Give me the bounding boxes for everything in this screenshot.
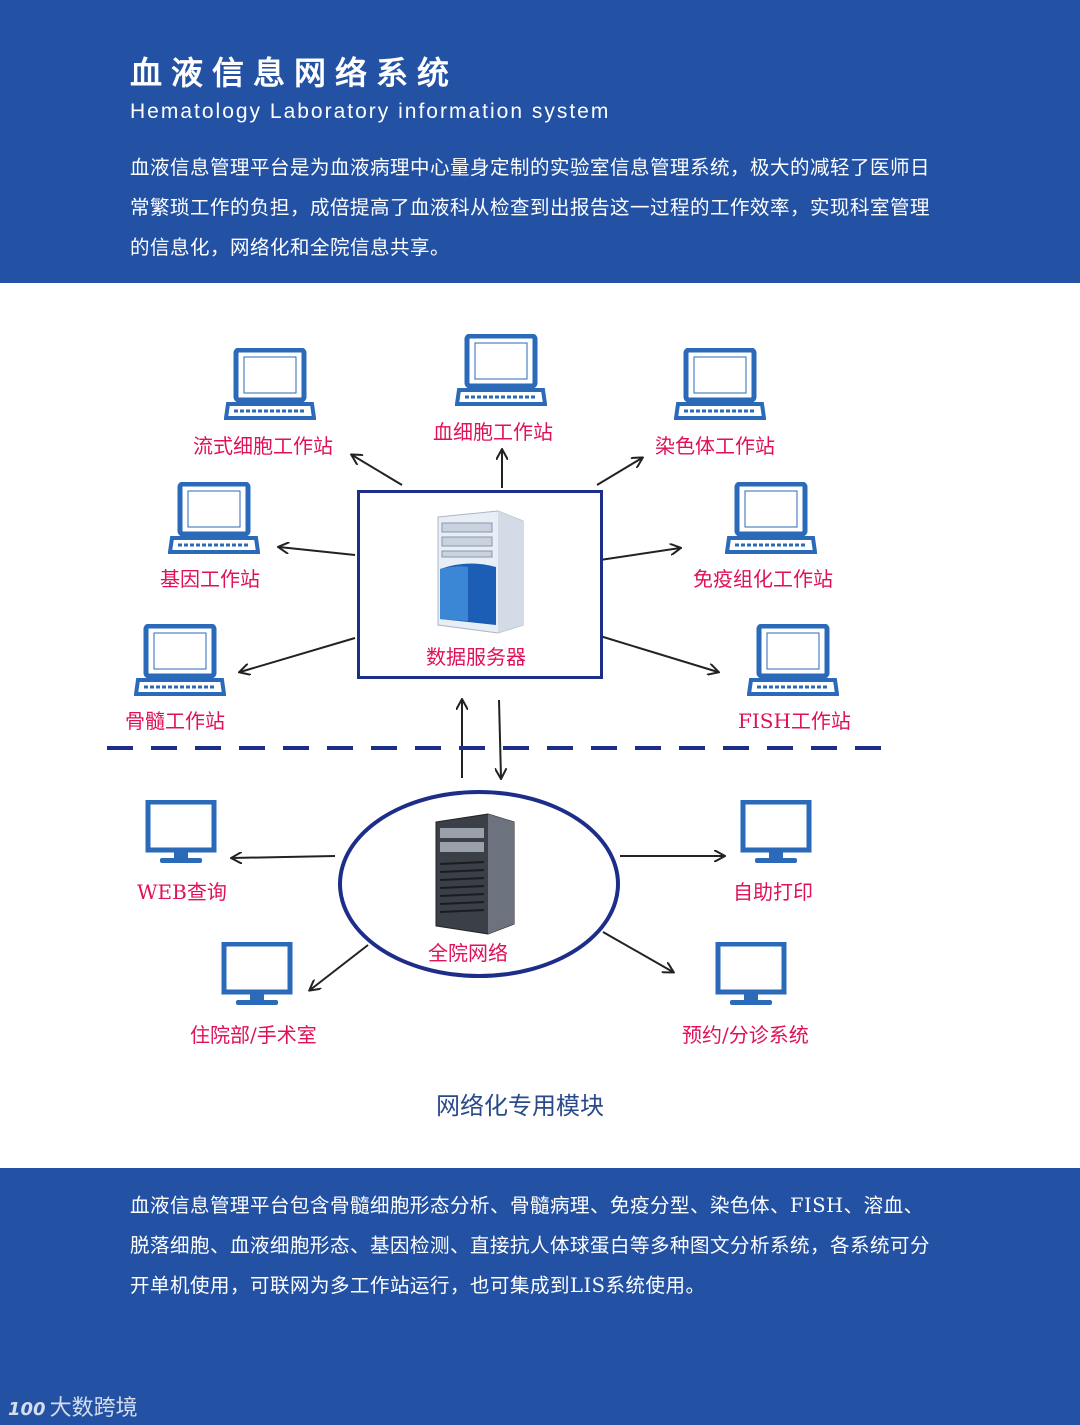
label-immunohisto-station: 免疫组化工作站: [693, 567, 833, 591]
summary-paragraph: 血液信息管理平台包含骨髓细胞形态分析、骨髓病理、免疫分型、染色体、FISH、溶血…: [130, 1194, 931, 1297]
label-gene-station: 基因工作站: [160, 567, 260, 591]
label-self-print: 自助打印: [733, 880, 813, 904]
label-flow-cytometry-station: 流式细胞工作站: [193, 434, 333, 458]
laptop-icon: [725, 482, 817, 554]
monitor-icon: [145, 800, 217, 863]
arrow-to-fish: [599, 635, 718, 672]
label-appointment-triage: 预约/分诊系统: [682, 1023, 809, 1047]
diagram-caption: 网络化专用模块: [436, 1092, 604, 1120]
arrow-to-immuno: [599, 548, 680, 561]
watermark-logo: 100: [8, 1399, 46, 1420]
arrow-to-ward: [310, 944, 369, 990]
server-tower-icon: [437, 510, 524, 634]
monitor-icon: [715, 942, 787, 1005]
laptop-icon: [134, 624, 226, 696]
label-ward-operating-room: 住院部/手术室: [190, 1023, 317, 1047]
arrow-to-gene: [279, 547, 356, 556]
laptop-icon: [455, 334, 547, 406]
laptop-icon: [224, 348, 316, 420]
network-label: 全院网络: [428, 941, 508, 965]
label-bone-marrow-station: 骨髓工作站: [125, 709, 225, 733]
laptop-icon: [674, 348, 766, 420]
arrow-to-web: [232, 856, 336, 858]
label-web-query: WEB查询: [137, 880, 227, 904]
watermark-text: 大数跨境: [49, 1396, 138, 1421]
label-blood-cell-station: 血细胞工作站: [433, 420, 553, 444]
intro-paragraph: 血液信息管理平台是为血液病理中心量身定制的实验室信息管理系统，极大的减轻了医师日…: [130, 156, 931, 259]
arrow-down-to-network: [499, 699, 501, 778]
server-label: 数据服务器: [426, 645, 526, 669]
label-chromosome-station: 染色体工作站: [655, 434, 775, 458]
hospital-network-ellipse: 全院网络: [338, 790, 620, 978]
arrow-to-appointment: [602, 931, 673, 972]
laptop-icon: [168, 482, 260, 554]
label-fish-station: FISH工作站: [738, 709, 851, 733]
arrow-to-marrow: [240, 637, 356, 672]
footer-band: 血液信息管理平台包含骨髓细胞形态分析、骨髓病理、免疫分型、染色体、FISH、溶血…: [0, 1168, 1080, 1425]
header-band: 血液信息网络系统 Hematology Laboratory informati…: [0, 0, 1080, 283]
network-tower-icon: [435, 813, 515, 935]
data-server-box: 数据服务器: [357, 490, 603, 679]
arrow-to-chromosome: [596, 458, 642, 486]
laptop-icon: [747, 624, 839, 696]
monitor-icon: [221, 942, 293, 1005]
monitor-icon: [740, 800, 812, 863]
page-subtitle: Hematology Laboratory information system: [130, 100, 611, 123]
page-title: 血液信息网络系统: [130, 54, 459, 92]
arrow-to-flow: [352, 455, 403, 486]
